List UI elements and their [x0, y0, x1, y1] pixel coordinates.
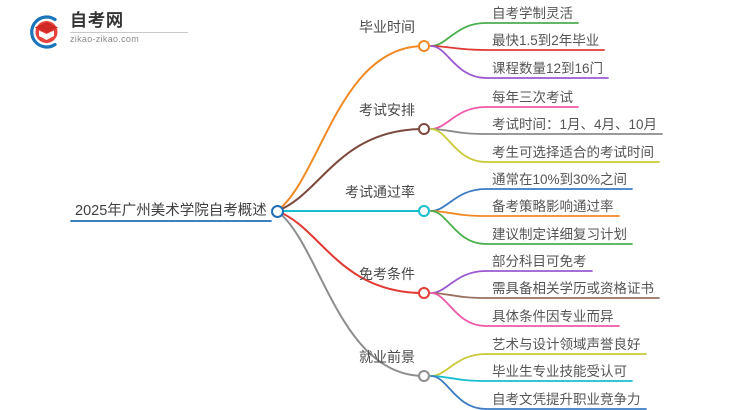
branch-node-dot-3[interactable]: [418, 287, 430, 299]
leaf-node-label-0-2[interactable]: 课程数量12到16门: [492, 61, 604, 76]
branch-node-label-2[interactable]: 考试通过率: [345, 184, 415, 200]
leaf-node-label-4-2[interactable]: 自考文凭提升职业竞争力: [492, 392, 641, 407]
root-node-label[interactable]: 2025年广州美术学院自考概述: [75, 203, 267, 219]
graduation-cap-icon: [30, 15, 58, 49]
logo-domain: zikao-zikao.com: [70, 34, 140, 44]
leaf-node-label-3-1[interactable]: 需具备相关学历或资格证书: [492, 281, 654, 296]
logo-divider: [70, 32, 188, 33]
leaf-node-label-2-1[interactable]: 备考策略影响通过率: [492, 199, 614, 214]
leaf-node-label-2-2[interactable]: 建议制定详细复习计划: [492, 227, 627, 242]
root-node-dot[interactable]: [270, 204, 284, 218]
site-logo: 自考网 zikao-zikao.com: [24, 8, 194, 54]
branch-node-dot-4[interactable]: [418, 370, 430, 382]
branch-node-label-1[interactable]: 考试安排: [359, 102, 415, 118]
branch-node-label-3[interactable]: 免考条件: [359, 266, 415, 282]
branch-node-dot-1[interactable]: [418, 123, 430, 135]
leaf-node-label-0-0[interactable]: 自考学制灵活: [492, 6, 573, 21]
branch-node-label-4[interactable]: 就业前景: [359, 349, 415, 365]
leaf-node-label-1-0[interactable]: 每年三次考试: [492, 90, 573, 105]
leaf-node-label-1-1[interactable]: 考试时间：1月、4月、10月: [492, 117, 658, 132]
branch-node-dot-2[interactable]: [418, 205, 430, 217]
leaf-node-label-4-0[interactable]: 艺术与设计领域声誉良好: [492, 337, 641, 352]
leaf-node-label-4-1[interactable]: 毕业生专业技能受认可: [492, 364, 627, 379]
logo-title: 自考网: [70, 11, 124, 30]
branch-node-dot-0[interactable]: [418, 40, 430, 52]
logo-text: 自考网 zikao-zikao.com: [70, 10, 194, 44]
leaf-node-label-3-2[interactable]: 具体条件因专业而异: [492, 309, 614, 324]
leaf-node-label-1-2[interactable]: 考生可选择适合的考试时间: [492, 145, 654, 160]
branch-node-label-0[interactable]: 毕业时间: [359, 19, 415, 35]
leaf-node-label-3-0[interactable]: 部分科目可免考: [492, 254, 587, 269]
leaf-node-label-2-0[interactable]: 通常在10%到30%之间: [492, 172, 628, 187]
leaf-node-label-0-1[interactable]: 最快1.5到2年毕业: [492, 33, 600, 48]
